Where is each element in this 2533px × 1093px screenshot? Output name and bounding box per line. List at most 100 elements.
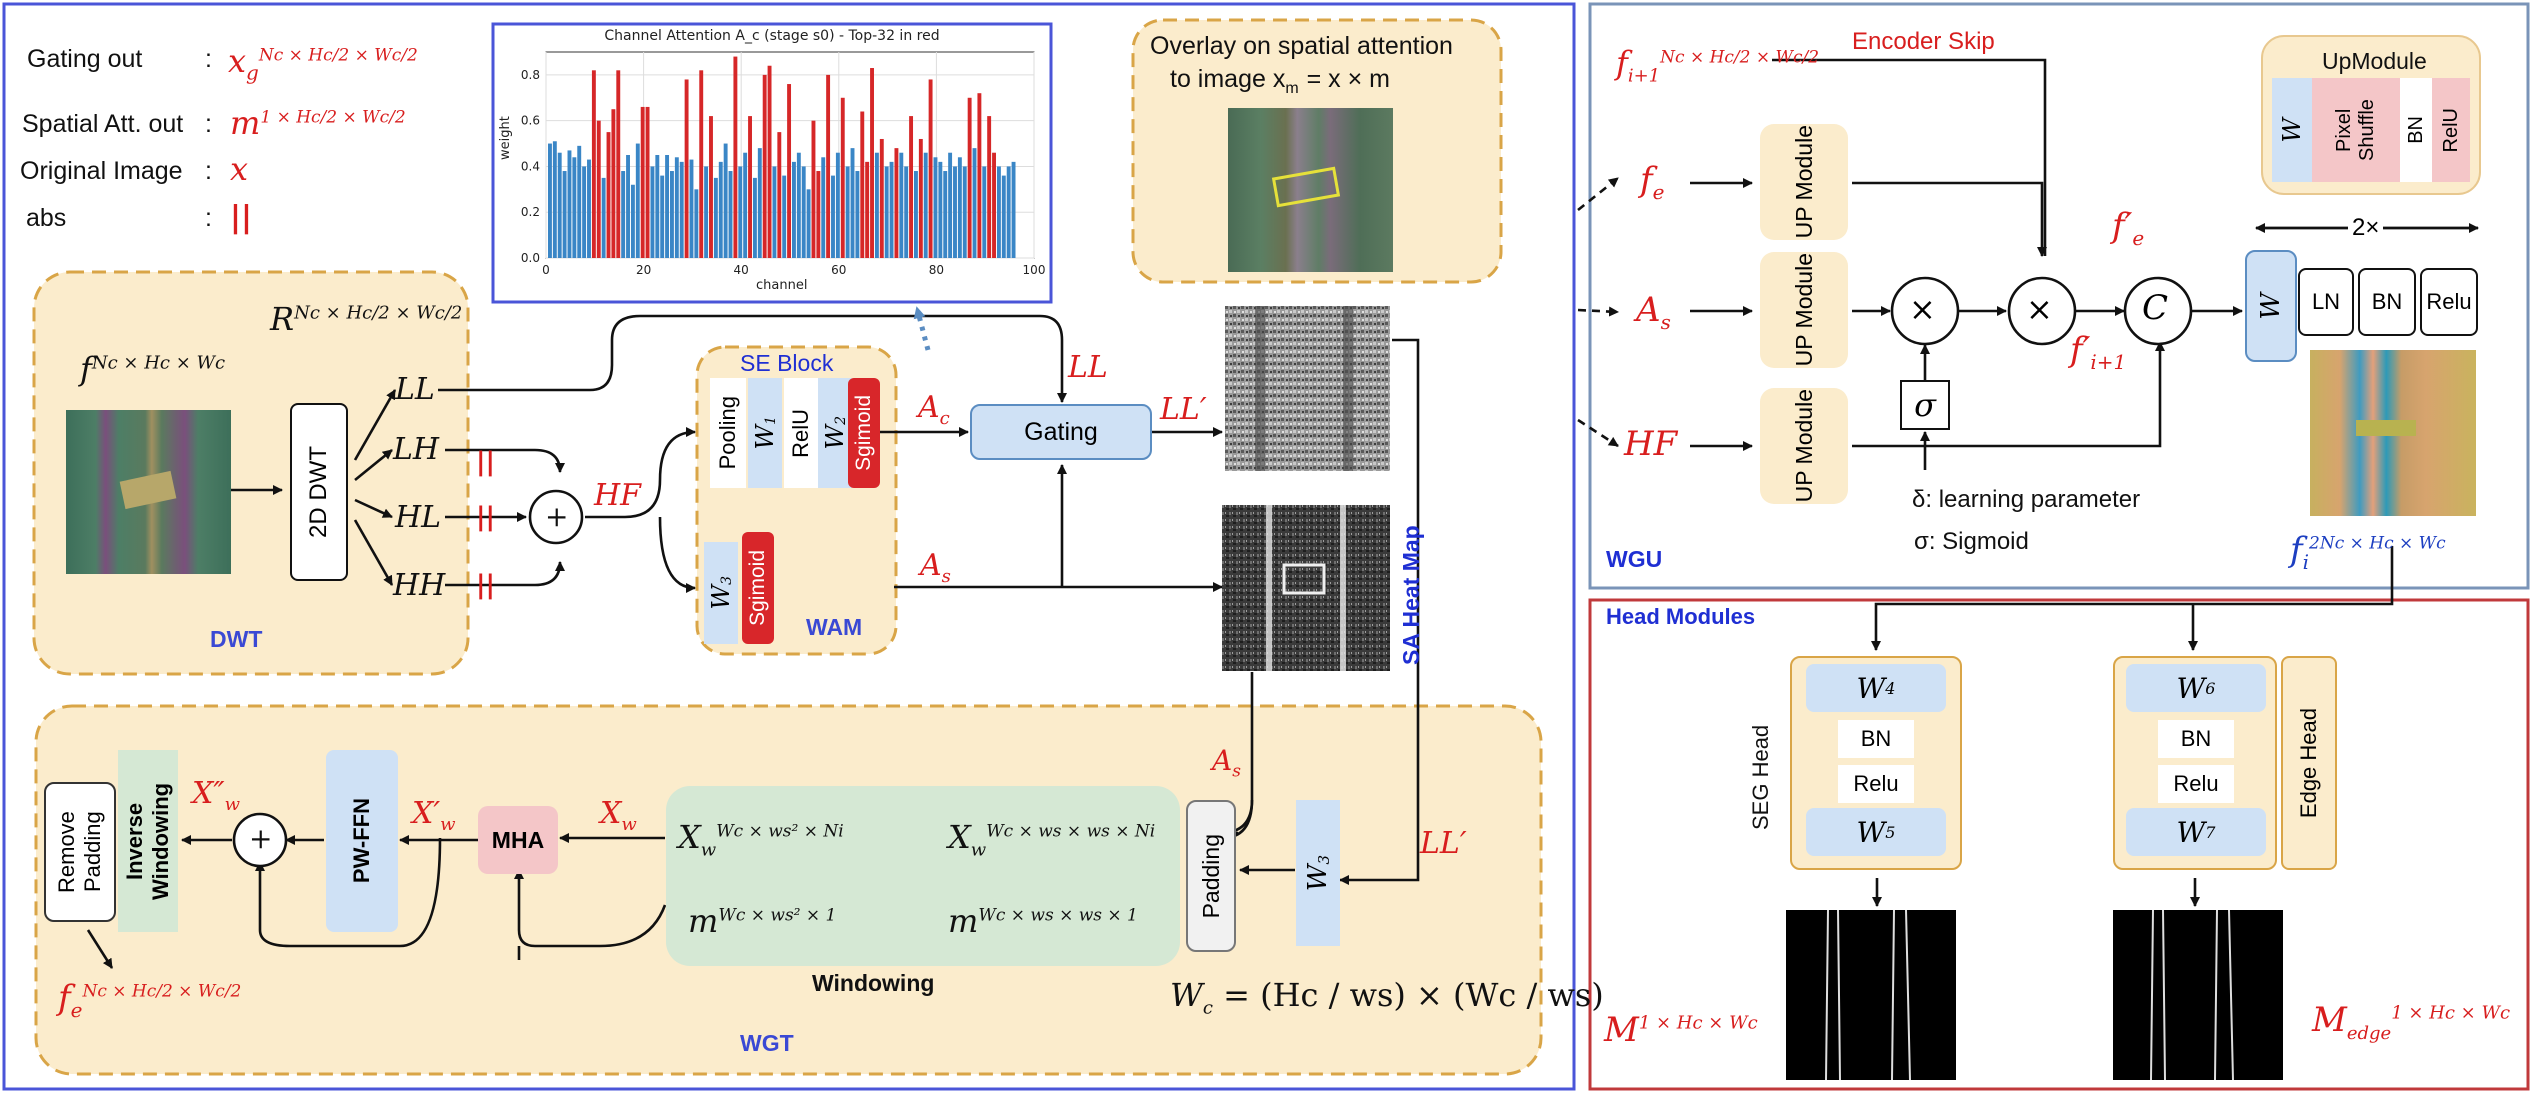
xw-label: Xw — [600, 796, 637, 835]
times-sign-1: × — [1909, 290, 1936, 328]
as-label: As — [920, 548, 951, 587]
chart-bar-top — [977, 93, 982, 258]
edge-head-label-box: Edge Head — [2281, 656, 2337, 870]
chart-bar — [772, 166, 777, 258]
chart-bar-top — [645, 106, 650, 258]
chart-bar-top — [840, 97, 845, 259]
chart-bar-top — [699, 70, 704, 258]
xw-small: XwWc × ws² × Ni — [678, 818, 844, 861]
se-pooling: Pooling — [710, 378, 746, 488]
wgu-fe-in: fe — [1640, 160, 1665, 204]
chart-bar — [938, 161, 943, 258]
chart-bar-top — [733, 56, 738, 259]
abs-mark-hl: || — [476, 502, 495, 532]
chart-bar-top — [987, 116, 992, 258]
wgu-f-skip: fi+1Nc × Hc/2 × Wc/2 — [1616, 44, 1820, 87]
m-big: mWc × ws × ws × 1 — [948, 902, 1138, 940]
wam-label: WAM — [806, 614, 863, 640]
times-sign-2: × — [2026, 290, 2053, 328]
chart-bar — [718, 161, 723, 258]
chart-bar — [806, 189, 811, 258]
legend-gating-sym: xgNc × Hc/2 × Wc/2 — [228, 42, 418, 85]
abs-mark-hh: || — [476, 570, 495, 600]
plus-node-hf — [528, 489, 584, 545]
legend-colon-1: : — [205, 45, 212, 73]
chart-bar — [831, 175, 835, 258]
wgu-bn-block: BN — [2358, 268, 2416, 336]
wgu-fe-prime: f′e — [2112, 206, 2145, 250]
chart-bar — [835, 152, 840, 258]
chart-xtick-label: 100 — [1023, 263, 1046, 277]
chart-bar-top — [918, 138, 923, 258]
legend-abs-label: abs — [26, 204, 67, 232]
chart-bar — [943, 171, 948, 258]
wgt-ll-prime: LL′ — [1420, 826, 1467, 861]
chart-bar-top — [748, 116, 752, 258]
chart-ytick-label: 0.8 — [521, 68, 540, 82]
chart-xtick-label: 40 — [734, 263, 749, 277]
chart-bar-top — [591, 70, 596, 258]
chart-bar-top — [616, 70, 621, 258]
chart-bar — [923, 152, 928, 258]
chart-bar-top — [865, 161, 870, 258]
chart-bar — [728, 171, 733, 258]
seg-head-label: SEG Head — [1748, 724, 1773, 830]
chart-bar — [548, 143, 552, 258]
chart-bar-top — [909, 116, 914, 258]
chart-xtick-label: 60 — [831, 263, 846, 277]
wgt-fe-out: feNc × Hc/2 × Wc/2 — [58, 978, 242, 1022]
chart-bar — [904, 166, 909, 258]
chart-xtick-label: 0 — [542, 263, 550, 277]
wgt-as-label: As — [1212, 744, 1241, 782]
dwt-hh-label: HH — [393, 568, 446, 603]
seg-output-mask — [1786, 909, 1956, 1081]
wgu-label: WGU — [1606, 546, 1663, 572]
wgu-hf-in: HF — [1624, 424, 1678, 464]
wgt-padding: Padding — [1186, 800, 1236, 952]
upmodule-w: W — [2272, 78, 2312, 182]
dwt-input-object — [119, 470, 177, 510]
times-node-1 — [1890, 276, 1960, 346]
overlay-line2: to image xm = x × m — [1170, 65, 1390, 97]
chart-bar-top — [767, 65, 772, 258]
wam-sigmoid: Sgimoid — [742, 532, 774, 644]
concat-sign: C — [2142, 288, 2169, 328]
wgu-output-object — [2356, 420, 2416, 436]
chart-bar — [660, 175, 665, 258]
sa-heat-map-texture — [1222, 505, 1390, 671]
upmodule-title: UpModule — [2322, 48, 2427, 74]
windowing-label: Windowing — [812, 970, 935, 996]
chart-bar — [962, 166, 967, 258]
seg-bn: BN — [1838, 720, 1914, 758]
chart-ytick-label: 0.6 — [521, 114, 540, 128]
wgu-output-image — [2310, 350, 2476, 516]
wgu-w-block: W — [2245, 250, 2297, 362]
chart-bar-top — [762, 74, 767, 258]
chart-bar — [557, 152, 562, 258]
chart-bar — [1011, 161, 1016, 258]
pwffn-block: PW-FFN — [326, 750, 398, 932]
chart-bar — [630, 184, 635, 258]
legend-colon-2: : — [205, 110, 212, 138]
se-sigmoid: Sgimoid — [848, 378, 880, 488]
xw-big: XwWc × ws × ws × Ni — [948, 818, 1156, 861]
chart-bar — [601, 177, 606, 258]
legend-colon-4: : — [205, 204, 212, 232]
hf-label: HF — [594, 478, 641, 513]
chart-bar — [670, 171, 674, 258]
chart-bar-top — [870, 68, 874, 259]
abs-mark-lh: || — [476, 447, 495, 477]
legend-original-image-label: Original Image — [20, 157, 183, 185]
upmodule-bn: BN — [2400, 78, 2432, 182]
edge-output-mask-lines — [2150, 909, 2234, 1081]
xw-prime-label: X′w — [412, 796, 456, 835]
chart-bar — [587, 159, 591, 258]
seg-relu: Relu — [1838, 765, 1914, 803]
overlay-line1: Overlay on spatial attention — [1150, 32, 1453, 60]
overlay-image — [1228, 108, 1393, 272]
xw-dprime-label: X″w — [192, 776, 240, 815]
dwt-r-sym: RNc × Hc/2 × Wc/2 — [270, 300, 463, 338]
